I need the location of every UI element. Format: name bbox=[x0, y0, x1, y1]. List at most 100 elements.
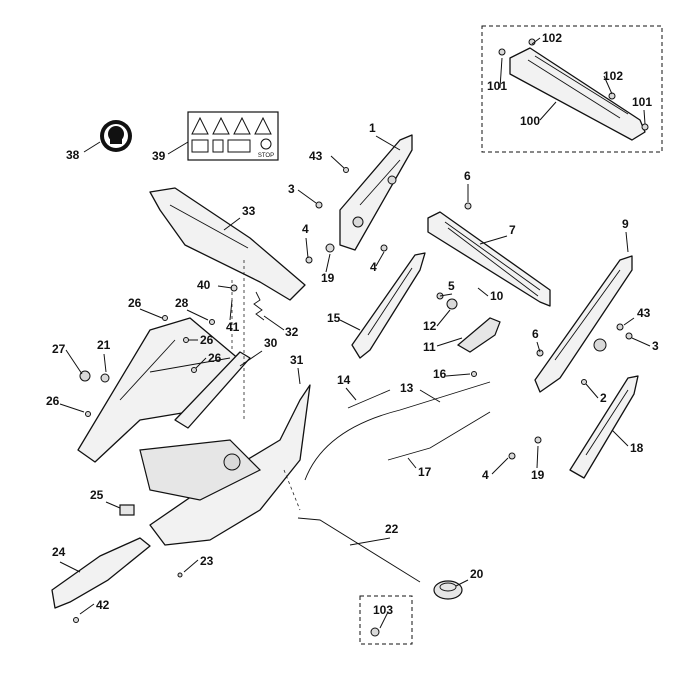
leader-line bbox=[436, 309, 451, 327]
leader-line bbox=[491, 457, 509, 475]
callout-23: 23 bbox=[200, 554, 214, 568]
callout-1: 1 bbox=[369, 121, 376, 135]
leader-line bbox=[643, 109, 646, 125]
leader-line bbox=[419, 389, 441, 403]
part-13-rod bbox=[304, 381, 491, 481]
leader-line bbox=[229, 299, 233, 321]
leader-line bbox=[536, 341, 541, 353]
leader-lines bbox=[59, 37, 651, 629]
callout-102: 102 bbox=[542, 31, 562, 45]
callout-39: 39 bbox=[152, 149, 166, 163]
sticker-stop-text: STOP bbox=[258, 153, 274, 159]
part-103-washer bbox=[370, 627, 380, 637]
leader-line bbox=[631, 337, 651, 347]
leader-line bbox=[539, 101, 557, 121]
callout-3: 3 bbox=[288, 182, 295, 196]
leader-line bbox=[407, 457, 417, 469]
leader-line bbox=[167, 141, 189, 155]
leader-line bbox=[349, 537, 391, 546]
callout-20: 20 bbox=[470, 567, 484, 581]
callout-14: 14 bbox=[337, 373, 351, 387]
callout-2: 2 bbox=[600, 391, 607, 405]
callout-21: 21 bbox=[97, 338, 111, 352]
leader-line bbox=[183, 559, 199, 573]
part-17-spring bbox=[387, 411, 491, 461]
callout-43: 43 bbox=[637, 306, 651, 320]
callout-26: 26 bbox=[128, 296, 142, 310]
callout-19: 19 bbox=[531, 468, 545, 482]
inset-box bbox=[481, 25, 663, 153]
part-32-spring bbox=[253, 291, 265, 321]
leader-line bbox=[195, 357, 207, 369]
leader-line bbox=[239, 350, 263, 367]
leader-line bbox=[297, 189, 317, 204]
callout-7: 7 bbox=[509, 223, 516, 237]
leader-line bbox=[59, 403, 85, 413]
callout-4: 4 bbox=[482, 468, 489, 482]
callout-27: 27 bbox=[52, 342, 66, 356]
callout-5: 5 bbox=[448, 279, 455, 293]
callout-33: 33 bbox=[242, 204, 256, 218]
part-33-cover bbox=[149, 187, 306, 301]
part-39-warning-sticker: STOP bbox=[187, 111, 279, 161]
part-24-grip bbox=[51, 537, 151, 609]
callout-30: 30 bbox=[264, 336, 278, 350]
part-7-cross-bar bbox=[427, 211, 551, 307]
leader-line bbox=[305, 237, 309, 259]
part-103-box bbox=[359, 595, 413, 645]
leader-line bbox=[531, 37, 541, 45]
callout-10: 10 bbox=[490, 289, 504, 303]
leader-line bbox=[623, 317, 635, 326]
leader-line bbox=[455, 579, 469, 587]
part-18-bracket bbox=[569, 375, 639, 479]
leader-line bbox=[59, 561, 81, 573]
leader-line bbox=[536, 445, 539, 469]
leader-line bbox=[103, 353, 107, 373]
callout-6: 6 bbox=[464, 169, 471, 183]
callout-40: 40 bbox=[197, 278, 211, 292]
callout-103: 103 bbox=[373, 603, 393, 617]
callout-26: 26 bbox=[200, 333, 214, 347]
callout-38: 38 bbox=[66, 148, 80, 162]
part-30-arm bbox=[174, 351, 251, 429]
callout-43: 43 bbox=[309, 149, 323, 163]
part-11-lever bbox=[456, 317, 501, 353]
callout-13: 13 bbox=[400, 381, 414, 395]
callout-11: 11 bbox=[423, 340, 436, 354]
callout-100: 100 bbox=[520, 114, 540, 128]
leader-line bbox=[379, 611, 389, 629]
callout-15: 15 bbox=[327, 311, 341, 325]
part-14-rod bbox=[347, 389, 391, 409]
callout-4: 4 bbox=[302, 222, 309, 236]
part-38-label-icon bbox=[100, 120, 132, 152]
leader-line bbox=[297, 367, 301, 385]
leader-line bbox=[139, 308, 163, 319]
part-9-right-plate bbox=[534, 255, 633, 393]
callout-12: 12 bbox=[423, 319, 437, 333]
leader-line bbox=[263, 315, 285, 331]
leader-line bbox=[325, 253, 331, 273]
callout-31: 31 bbox=[290, 353, 304, 367]
callout-16: 16 bbox=[433, 367, 447, 381]
part-15-bracket bbox=[351, 252, 426, 359]
leader-line bbox=[439, 293, 453, 297]
leader-line bbox=[611, 429, 629, 447]
leader-line bbox=[479, 235, 508, 245]
leader-line bbox=[105, 501, 121, 509]
callout-9: 9 bbox=[622, 217, 629, 231]
part-22-cable bbox=[297, 517, 421, 583]
callout-17: 17 bbox=[418, 465, 432, 479]
callout-41: 41 bbox=[226, 320, 240, 334]
part-100-bar bbox=[498, 38, 649, 141]
callout-101: 101 bbox=[632, 95, 652, 109]
leader-line bbox=[375, 251, 385, 267]
part-1-side-plate bbox=[339, 134, 413, 251]
part-25-cap bbox=[119, 504, 135, 516]
callout-26: 26 bbox=[46, 394, 60, 408]
callout-24: 24 bbox=[52, 545, 66, 559]
leader-line bbox=[603, 75, 613, 95]
leader-line bbox=[585, 383, 599, 399]
leader-line bbox=[330, 155, 345, 169]
leader-line bbox=[375, 135, 401, 151]
part-20-knob bbox=[433, 580, 463, 600]
